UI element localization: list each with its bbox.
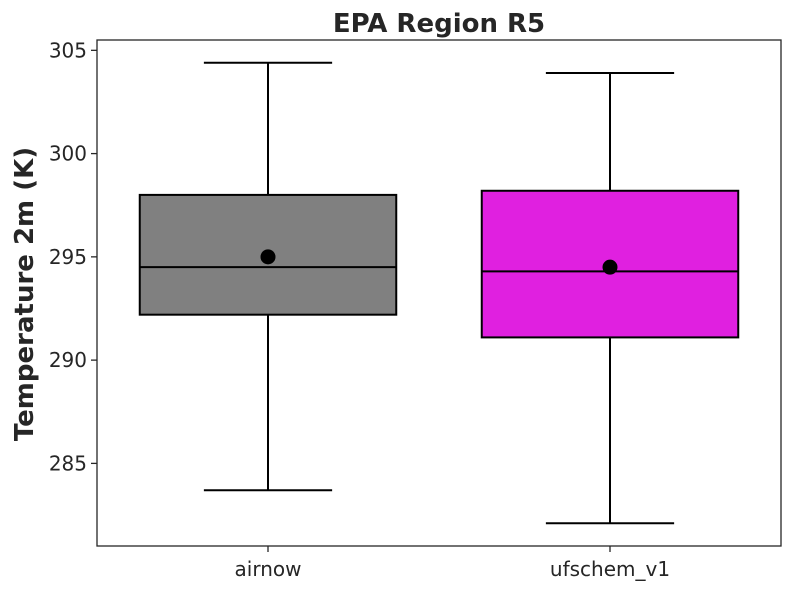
x-tick-label: ufschem_v1 (550, 557, 670, 581)
mean-marker (602, 259, 618, 275)
chart-title: EPA Region R5 (333, 9, 545, 39)
y-tick-label: 295 (49, 245, 87, 269)
x-tick-label: airnow (235, 557, 302, 581)
plot-frame (96, 39, 782, 547)
y-tick-label: 290 (49, 348, 87, 372)
y-tick-label: 305 (49, 38, 87, 62)
y-tick-label: 300 (49, 142, 87, 166)
y-axis-label: Temperature 2m (K) (10, 147, 40, 441)
y-tick-label: 285 (49, 451, 87, 475)
mean-marker (260, 249, 276, 265)
plot-area: 285 290 295 300 305 airnow ufschem_v1 (49, 38, 740, 581)
